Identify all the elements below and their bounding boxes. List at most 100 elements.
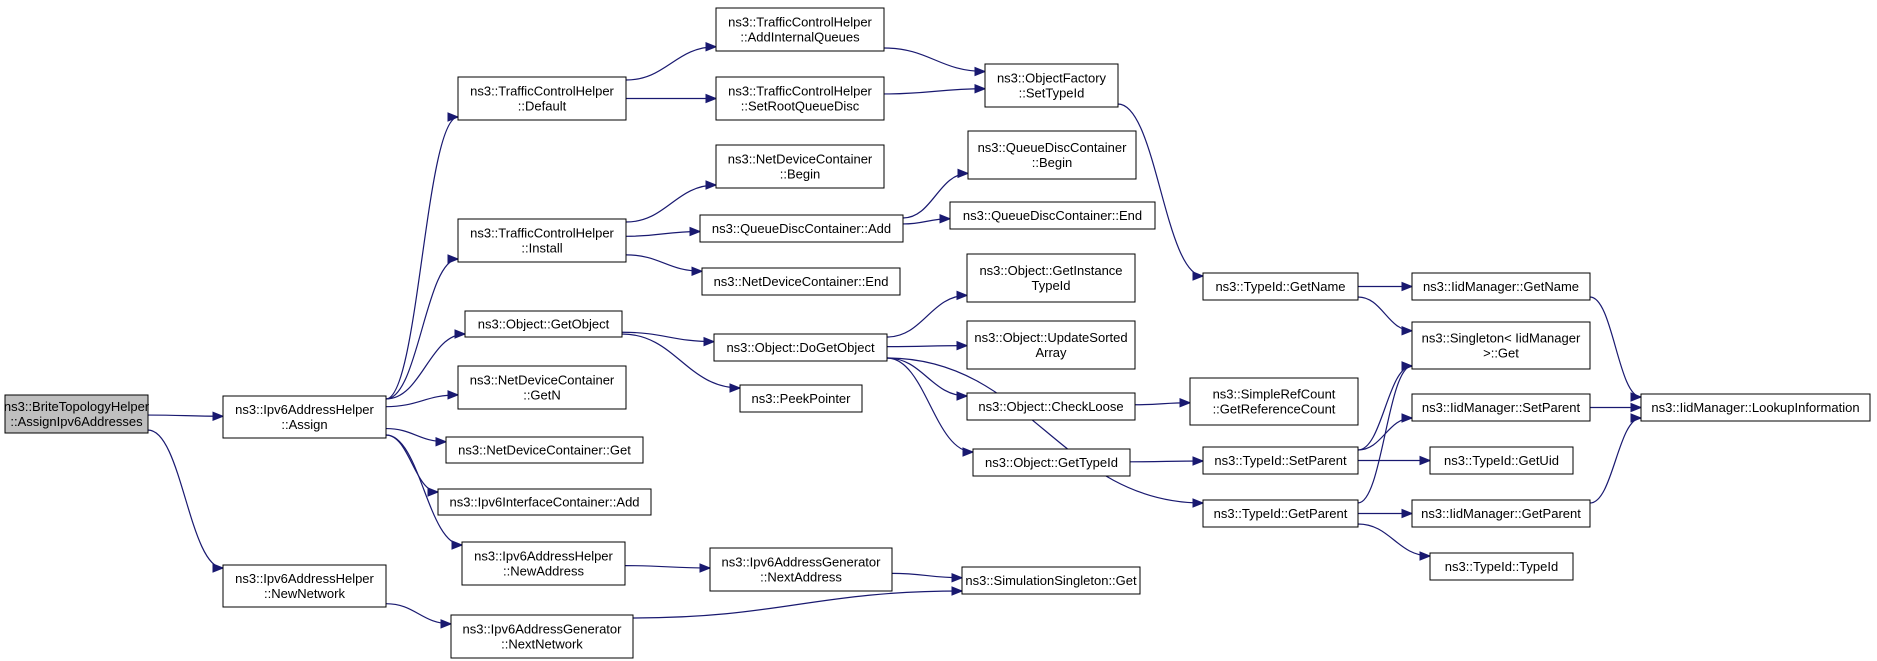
nodes-layer: ns3::BriteTopologyHelper::AssignIpv6Addr… — [4, 7, 1871, 659]
node-box — [1411, 321, 1591, 370]
arrowhead-of_settypeid-to-tid_getname — [1192, 271, 1205, 281]
edge-tch_install-to-qdc_add — [625, 230, 701, 237]
node-box — [949, 201, 1156, 230]
node-box — [464, 310, 623, 338]
arrowhead-tid_setparent-to-tid_getuid — [1419, 455, 1432, 466]
node-label: ns3::Ipv6InterfaceContainer::Add — [449, 495, 639, 510]
node-iidm_getname[interactable]: ns3::IidManager::GetName — [1411, 272, 1591, 301]
node-iic_add[interactable]: ns3::Ipv6InterfaceContainer::Add — [437, 488, 652, 516]
edge-obj_getobject-to-obj_dogetobject — [621, 331, 715, 343]
node-obj_checkloose[interactable]: ns3::Object::CheckLoose — [966, 392, 1136, 421]
node-label: ns3::Ipv6AddressHelper — [235, 571, 374, 586]
node-label: ::Default — [518, 99, 567, 114]
node-tid_typeid[interactable]: ns3::TypeId::TypeId — [1429, 552, 1574, 581]
node-label: ns3::IidManager::LookupInformation — [1651, 400, 1859, 415]
node-label: ns3::QueueDiscContainer::End — [963, 208, 1142, 223]
edge-tch_default-to-tch_addq — [625, 46, 717, 81]
node-label: ::NewNetwork — [264, 586, 345, 601]
edge-tch_install-to-ndc_end — [625, 254, 703, 272]
node-tch_default[interactable]: ns3::TrafficControlHelper::Default — [457, 76, 627, 121]
node-of_settypeid[interactable]: ns3::ObjectFactory::SetTypeId — [984, 63, 1119, 108]
node-singleton_get[interactable]: ns3::Singleton< IidManager>::Get — [1411, 321, 1591, 370]
arrowhead-iidm_getname-to-iidm_lookup — [1630, 392, 1643, 402]
node-tid_setparent[interactable]: ns3::TypeId::SetParent — [1202, 446, 1359, 475]
node-box — [222, 564, 387, 608]
node-label: ::Begin — [780, 167, 820, 182]
node-sim_get[interactable]: ns3::SimulationSingleton::Get — [961, 566, 1141, 595]
node-box — [1202, 272, 1359, 301]
node-tch_setroot[interactable]: ns3::TrafficControlHelper::SetRootQueueD… — [715, 76, 885, 121]
node-src_getref[interactable]: ns3::SimpleRefCount::GetReferenceCount — [1189, 377, 1359, 426]
node-obj_getobject[interactable]: ns3::Object::GetObject — [464, 310, 623, 338]
node-qdc_begin[interactable]: ns3::QueueDiscContainer::Begin — [967, 130, 1137, 180]
node-bth[interactable]: ns3::BriteTopologyHelper::AssignIpv6Addr… — [4, 394, 150, 434]
node-tid_getuid[interactable]: ns3::TypeId::GetUid — [1429, 446, 1574, 475]
arrowhead-iah_newaddr-to-iag_nextaddr — [699, 563, 712, 573]
node-ndc_end[interactable]: ns3::NetDeviceContainer::End — [701, 267, 901, 296]
node-label: ns3::TypeId::GetName — [1215, 279, 1345, 294]
node-box — [984, 63, 1119, 108]
node-iah_newnet[interactable]: ns3::Ipv6AddressHelper::NewNetwork — [222, 564, 387, 608]
node-qdc_end[interactable]: ns3::QueueDiscContainer::End — [949, 201, 1156, 230]
node-ndc_getn[interactable]: ns3::NetDeviceContainer::GetN — [457, 365, 627, 410]
arrowhead-iah_assign-to-tch_install — [447, 254, 460, 264]
node-label: ::AddInternalQueues — [740, 30, 860, 45]
node-obj_gettypeid[interactable]: ns3::Object::GetTypeId — [972, 448, 1131, 477]
node-box — [715, 76, 885, 121]
node-label: ::AssignIpv6Addresses — [10, 414, 143, 429]
node-box — [1202, 446, 1359, 475]
node-iidm_lookup[interactable]: ns3::IidManager::LookupInformation — [1640, 393, 1871, 422]
node-box — [457, 218, 627, 263]
node-box — [709, 547, 893, 592]
arrowhead-tch_default-to-tch_setroot — [705, 93, 718, 104]
node-label: ns3::Ipv6AddressHelper — [474, 549, 613, 564]
node-peekpointer[interactable]: ns3::PeekPointer — [739, 384, 863, 413]
node-tch_install[interactable]: ns3::TrafficControlHelper::Install — [457, 218, 627, 263]
node-box — [1411, 393, 1591, 422]
node-iag_nextaddr[interactable]: ns3::Ipv6AddressGenerator::NextAddress — [709, 547, 893, 592]
edge-tch_install-to-ndc_begin — [625, 184, 717, 223]
node-box — [739, 384, 863, 413]
node-obj_dogetobject[interactable]: ns3::Object::DoGetObject — [713, 333, 888, 362]
node-qdc_add[interactable]: ns3::QueueDiscContainer::Add — [699, 214, 904, 243]
edge-iag_nextnet-to-sim_get — [632, 590, 963, 619]
node-label: ::NextNetwork — [501, 637, 583, 652]
node-label: Array — [1035, 345, 1067, 360]
node-iidm_getparent[interactable]: ns3::IidManager::GetParent — [1411, 499, 1591, 528]
node-label: ns3::NetDeviceContainer::Get — [458, 443, 631, 458]
node-tid_getparent[interactable]: ns3::TypeId::GetParent — [1202, 499, 1359, 528]
node-box — [966, 320, 1136, 370]
node-label: ns3::TrafficControlHelper — [470, 84, 614, 99]
node-tch_addq[interactable]: ns3::TrafficControlHelper::AddInternalQu… — [715, 7, 885, 52]
node-label: ::GetReferenceCount — [1213, 402, 1336, 417]
arrowhead-iah_assign-to-ndc_get — [435, 437, 448, 447]
arrowhead-tid_getparent-to-tid_typeid — [1419, 551, 1432, 561]
edges-layer — [147, 42, 1643, 629]
edge-tid_setparent-to-singleton_get — [1357, 365, 1413, 451]
node-iah_assign[interactable]: ns3::Ipv6AddressHelper::Assign — [222, 395, 387, 439]
edge-of_settypeid-to-tid_getname — [1117, 103, 1204, 277]
arrowhead-iah_assign-to-obj_getobject — [454, 329, 467, 339]
node-label: ns3::QueueDiscContainer::Add — [712, 221, 891, 236]
edge-bth-to-iah_assign — [147, 414, 224, 417]
node-label: ::SetRootQueueDisc — [741, 99, 860, 114]
arrowhead-tch_install-to-qdc_add — [689, 226, 702, 237]
node-iag_nextnet[interactable]: ns3::Ipv6AddressGenerator::NextNetwork — [450, 614, 634, 659]
arrowhead-obj_dogetobject-to-obj_updsorted — [956, 340, 969, 351]
node-label: ::GetN — [523, 388, 561, 403]
edge-tch_setroot-to-of_settypeid — [883, 88, 986, 95]
node-ndc_get[interactable]: ns3::NetDeviceContainer::Get — [445, 436, 644, 464]
node-label: ::NextAddress — [760, 570, 842, 585]
edge-iah_assign-to-iic_add — [385, 434, 439, 493]
node-ndc_begin[interactable]: ns3::NetDeviceContainer::Begin — [715, 144, 885, 189]
node-iah_newaddr[interactable]: ns3::Ipv6AddressHelper::NewAddress — [461, 541, 626, 586]
node-iidm_setparent[interactable]: ns3::IidManager::SetParent — [1411, 393, 1591, 422]
node-tid_getname[interactable]: ns3::TypeId::GetName — [1202, 272, 1359, 301]
arrowhead-qdc_add-to-qdc_begin — [957, 168, 970, 179]
arrowhead-tid_getparent-to-iidm_getparent — [1401, 508, 1414, 519]
edge-obj_dogetobject-to-obj_getinst — [886, 294, 968, 338]
node-label: ns3::TypeId::SetParent — [1214, 453, 1347, 468]
node-box — [4, 394, 149, 434]
